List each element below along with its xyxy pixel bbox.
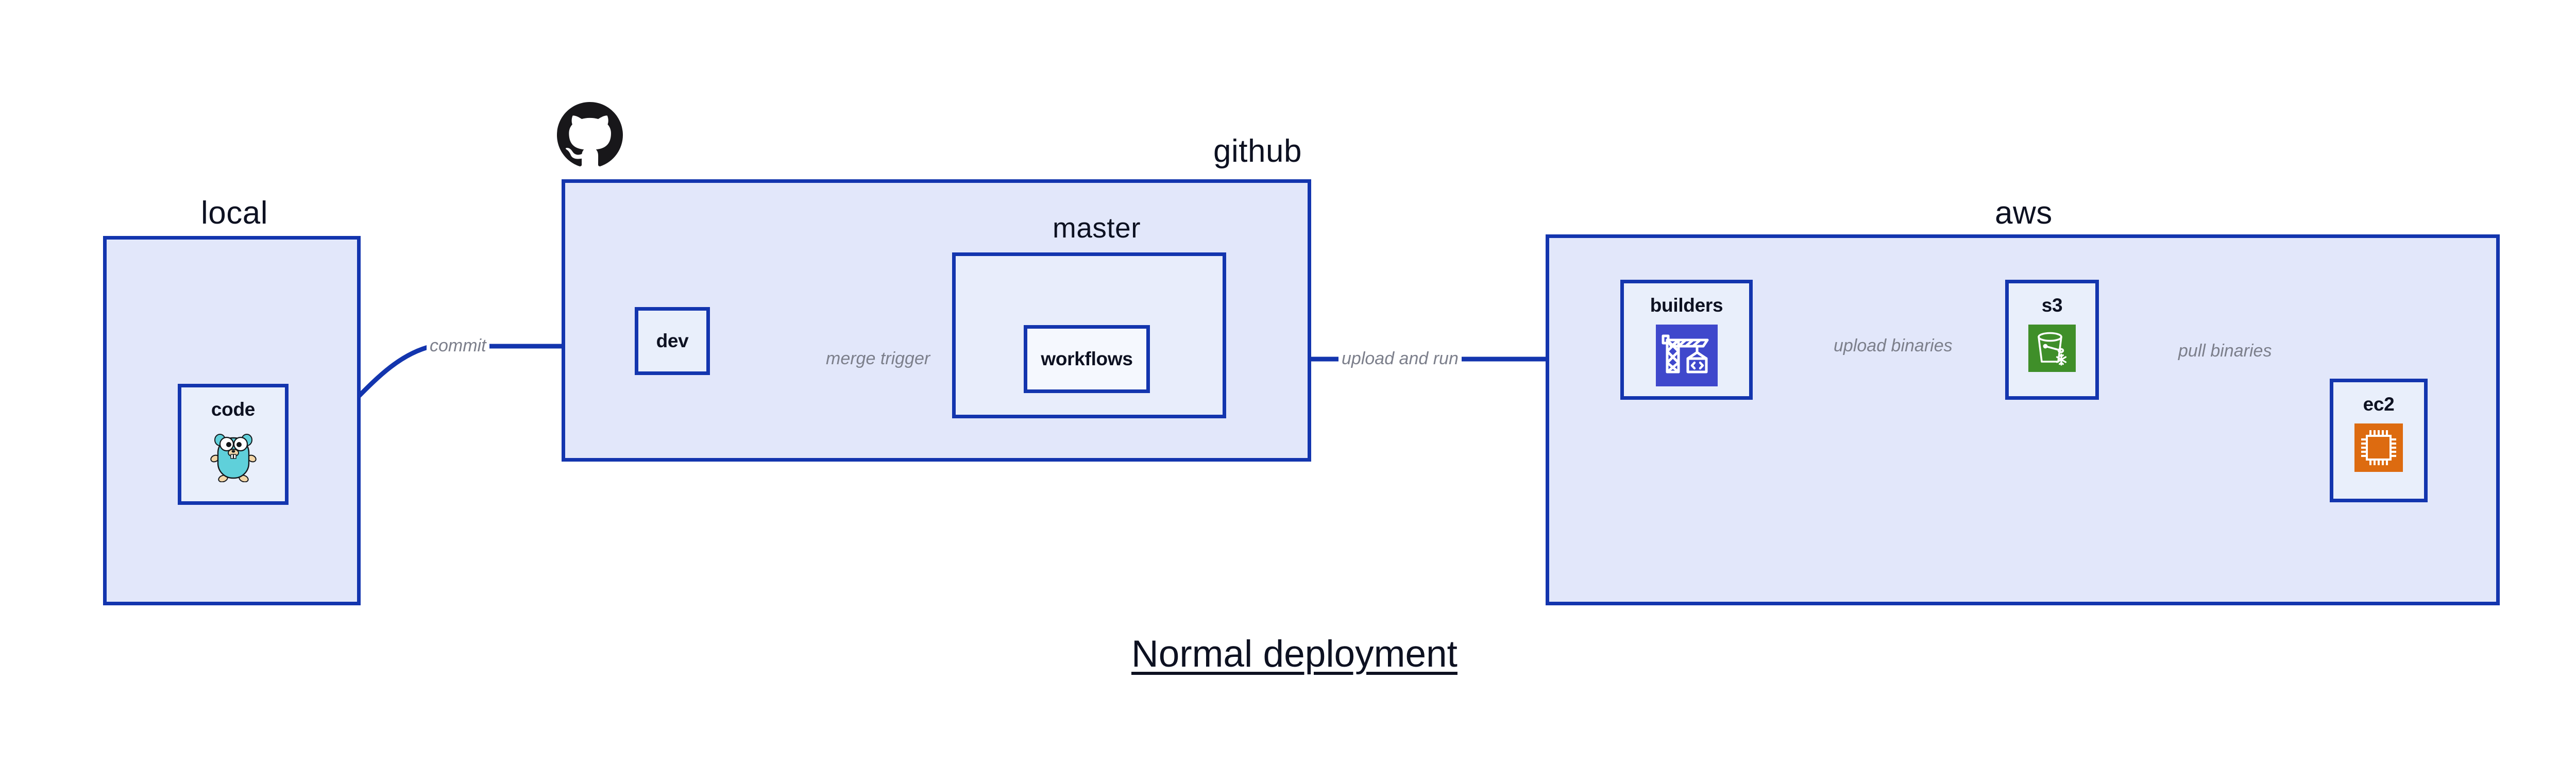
node-s3[interactable]: s3: [2005, 280, 2099, 400]
node-builders[interactable]: builders: [1620, 280, 1753, 400]
diagram-title: Normal deployment: [1131, 633, 1458, 675]
edge-label-merge-trigger: merge trigger: [823, 349, 934, 369]
edge-label-upload-binaries: upload binaries: [1831, 336, 1956, 356]
node-workflows[interactable]: workflows: [1024, 325, 1150, 393]
aws-s3-bucket-icon: [2028, 325, 2076, 372]
node-ec2-label: ec2: [2363, 394, 2395, 415]
node-code[interactable]: code: [178, 384, 289, 505]
group-label-master: master: [1053, 212, 1141, 244]
aws-ec2-chip-icon: [2354, 423, 2403, 472]
edge-label-commit: commit: [427, 336, 489, 356]
aws-codebuild-icon: [1655, 325, 1718, 386]
group-label-aws: aws: [1995, 195, 2053, 231]
node-code-label: code: [211, 399, 256, 420]
node-dev[interactable]: dev: [635, 307, 710, 375]
go-gopher-icon: [210, 429, 257, 483]
node-s3-label: s3: [2041, 295, 2063, 316]
node-dev-label: dev: [656, 330, 689, 351]
group-label-github: github: [1213, 133, 1302, 169]
node-builders-label: builders: [1650, 295, 1723, 316]
edge-label-upload-and-run: upload and run: [1338, 349, 1462, 369]
github-octocat-icon: [556, 102, 623, 168]
edge-label-pull-binaries: pull binaries: [2175, 341, 2275, 361]
node-ec2[interactable]: ec2: [2330, 379, 2428, 502]
group-label-local: local: [201, 195, 268, 231]
node-workflows-label: workflows: [1041, 348, 1133, 369]
